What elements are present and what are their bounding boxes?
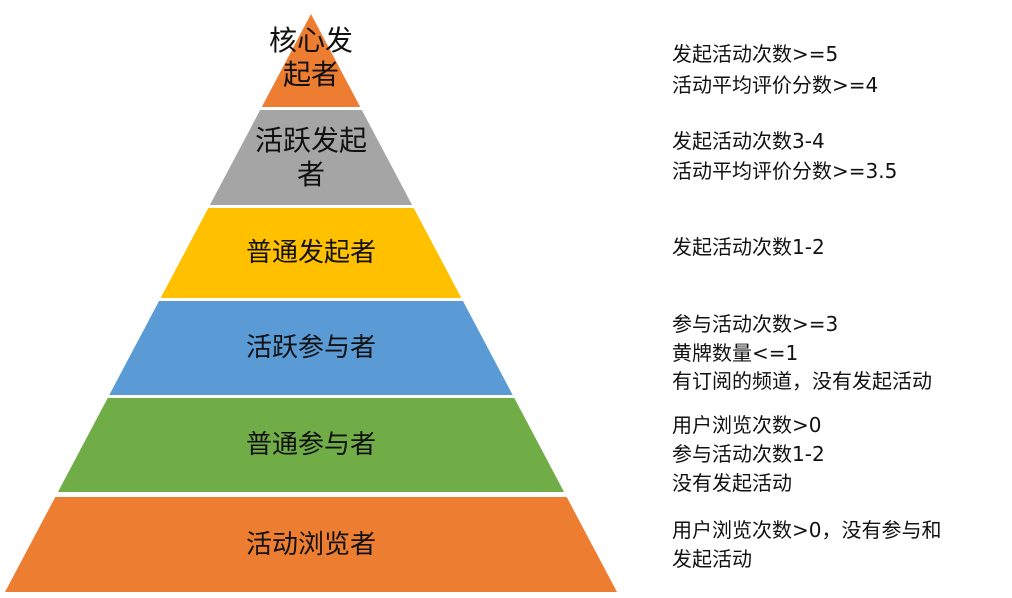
pyramid-level-3: [160, 208, 462, 298]
level-label-line: 普通参与者: [245, 430, 377, 460]
criteria-text: 没有发起活动: [672, 471, 792, 495]
level-label-line: 活动浏览者: [245, 529, 377, 560]
pyramid-level-2: [209, 110, 413, 205]
criteria-text: 参与活动次数1-2: [672, 442, 825, 466]
level-label: 普通发起者: [246, 236, 376, 270]
criteria-text: 发起活动次数1-2: [672, 235, 825, 259]
pyramid-level-6: [5, 497, 617, 592]
criteria-text: 发起活动次数>=5: [672, 42, 839, 66]
level-label-line: 者: [296, 157, 326, 191]
level-label: 活动浏览者: [246, 528, 376, 562]
criteria-text: 黄牌数量<=1: [672, 341, 799, 365]
criteria-text: 有订阅的频道，没有发起活动: [672, 369, 932, 393]
level-label-line: 活跃发起: [254, 123, 368, 157]
level-label-line: 普通发起者: [245, 238, 377, 268]
level-label: 核心发起者: [269, 24, 353, 92]
pyramid-level-5: [57, 398, 565, 492]
criteria-text: 活动平均评价分数>=4: [672, 73, 879, 97]
pyramid-level-1: [261, 14, 361, 107]
criteria-text: 参与活动次数>=3: [672, 312, 839, 336]
level-label: 活跃参与者: [246, 331, 376, 365]
level-label-line: 核心发: [268, 24, 354, 57]
criteria-text: 用户浏览次数>0，没有参与和: [672, 518, 942, 542]
criteria-text: 发起活动次数3-4: [672, 129, 825, 153]
pyramid-level-4: [109, 301, 513, 395]
level-label: 普通参与者: [246, 428, 376, 462]
criteria-text: 用户浏览次数>0: [672, 413, 822, 437]
level-label: 活跃发起者: [255, 124, 367, 192]
criteria-text: 发起活动: [672, 547, 752, 571]
level-label-line: 活跃参与者: [245, 333, 377, 363]
level-label-line: 起者: [282, 58, 340, 91]
criteria-text: 活动平均评价分数>=3.5: [672, 159, 898, 183]
